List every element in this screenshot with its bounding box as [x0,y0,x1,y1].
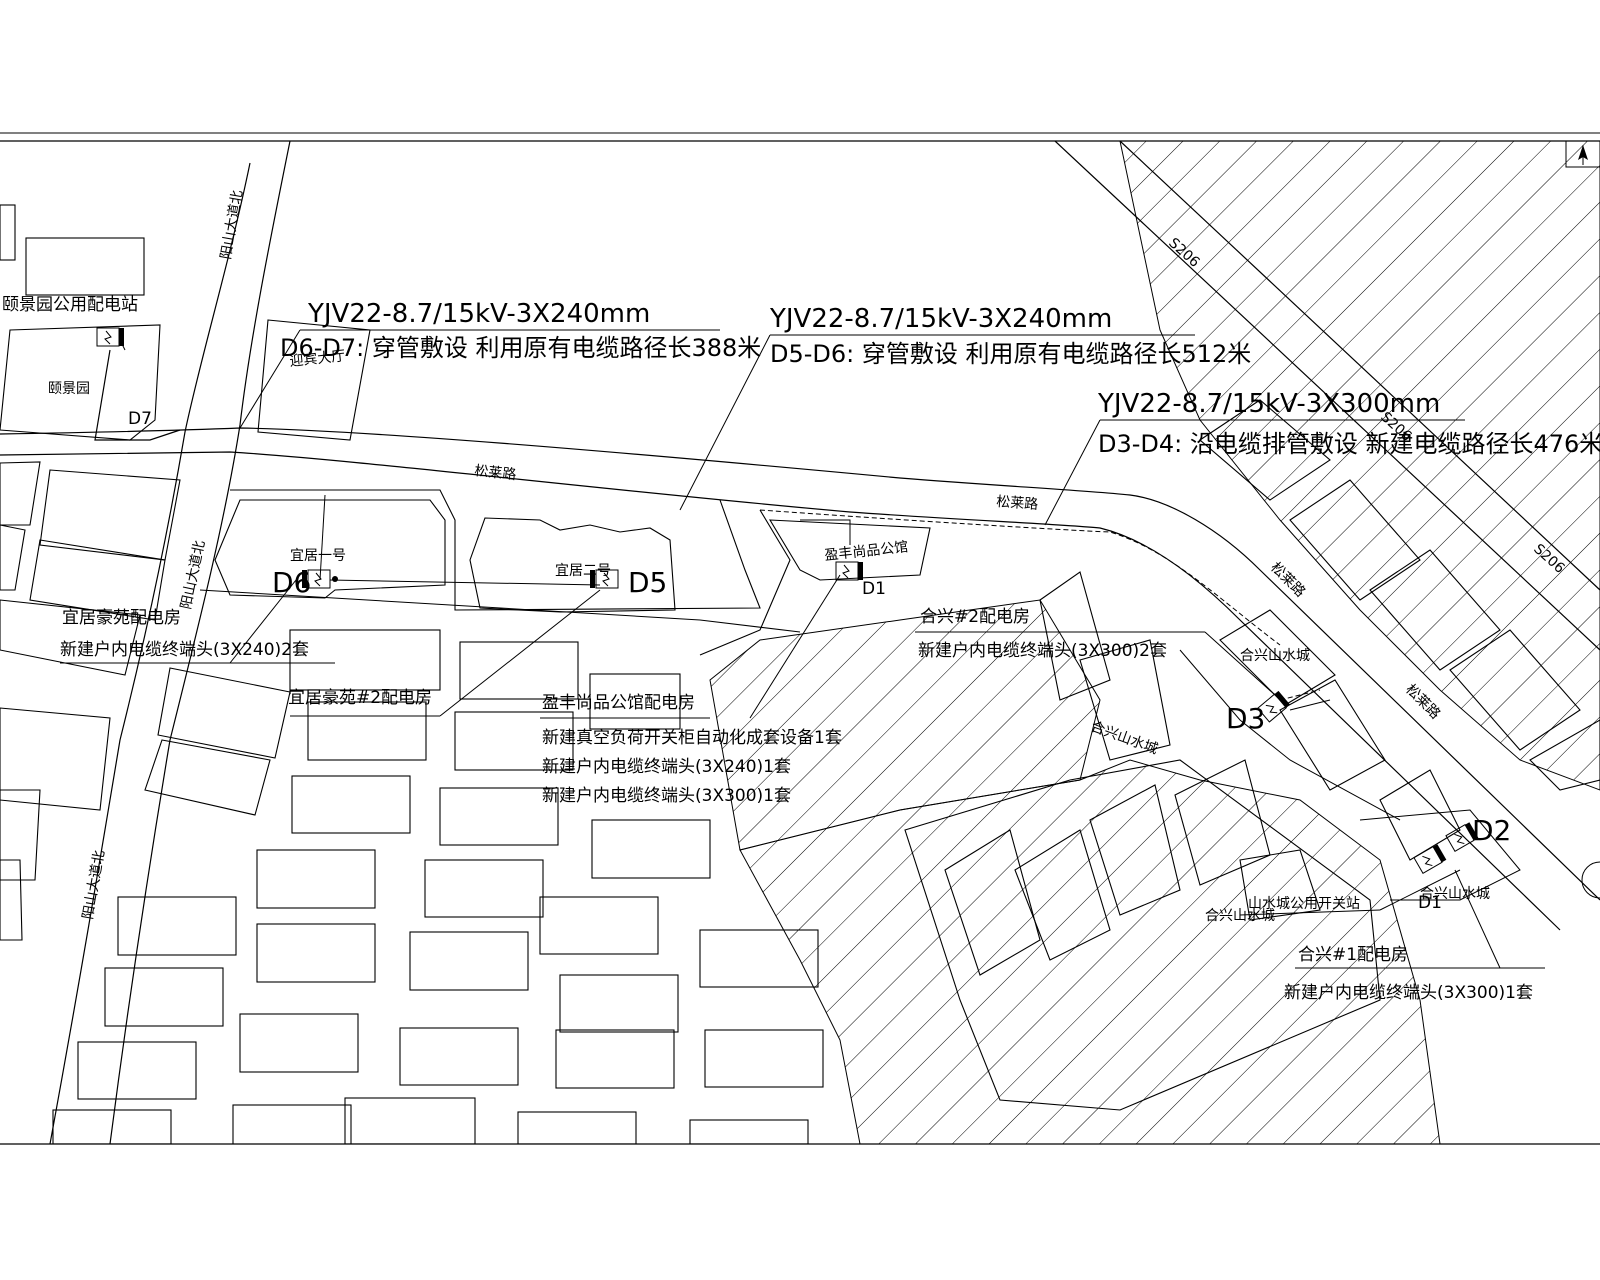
station-label-yingfeng: 盈丰尚品公馆配电房 [542,693,695,713]
station-desc-hexing-2: 新建户内电缆终端头(3X300)2套 [918,641,1167,661]
substation-icon [1413,844,1447,874]
node-label-d5: D5 [628,566,667,599]
cable-desc-d5-d6: D5-D6: 穿管敷设 利用原有电缆路径长512米 [770,340,1251,368]
cable-spec-d5-d6: YJV22-8.7/15kV-3X240mm [769,304,1112,334]
building-label-yingfeng: 盈丰尚品公馆 [824,539,909,564]
cable-desc-d3-d4: D3-D4: 沿电缆排管敷设 新建电缆路径长476米 [1098,430,1600,458]
building-label-yiju-2: 宜居二号 [555,563,611,579]
cable-spec-d6-d7: YJV22-8.7/15kV-3X240mm [307,299,650,329]
node-label-d3: D3 [1226,702,1265,735]
substation-icon [96,327,124,347]
road-label-songlai: 松莱路 [996,494,1039,513]
station-label-yiju: 宜居豪苑配电房 [62,607,181,628]
station-desc-yingfeng-1: 新建真空负荷开关柜自动化成套设备1套 [542,728,842,748]
station-desc-hexing-1: 新建户内电缆终端头(3X300)1套 [1284,983,1533,1003]
buildings-east [904,399,1600,1111]
road-label-yangshan: 阳山大道北 [218,189,246,261]
substation-icon [835,561,863,581]
building-label-hexing: 合兴山水城 [1240,648,1310,664]
road-s206 [1054,141,1600,651]
building-label-yiju-1: 宜居一号 [290,548,346,564]
station-desc-yingfeng-3: 新建户内电缆终端头(3X300)1套 [542,786,791,806]
substation-icon [590,569,619,589]
node-label-d6: D6 [272,566,311,599]
station-label-yiju-2: 宜居豪苑#2配电房 [288,687,432,708]
station-desc-yiju: 新建户内电缆终端头(3X240)2套 [60,640,309,660]
hatched-area-center [709,599,1441,1144]
building-label-hexing: 合兴山水城 [1089,719,1160,758]
road-songlai [0,427,1600,931]
station-label-hexing-2: 合兴#2配电房 [920,607,1030,627]
station-desc-yingfeng-2: 新建户内电缆终端头(3X240)1套 [542,757,791,777]
leader-lines [60,329,1545,969]
cable-desc-d6-d7: D6-D7: 穿管敷设 利用原有电缆路径长388米 [280,334,761,362]
building-label-hexing: 合兴山水城 [1205,908,1275,924]
road-label-songlai: 松莱路 [1267,560,1308,601]
cable-spec-d3-d4: YJV22-8.7/15kV-3X300mm [1097,389,1440,419]
building-label-yingbin: 迎宾大厅 [289,348,346,370]
substation-icon [302,569,338,589]
building-label-hexing: 合兴山水城 [1420,886,1490,902]
cable-routes [94,339,1331,711]
substation-icon [1445,822,1479,852]
substation-icon [1257,690,1291,723]
hatched-area-northeast [1119,141,1600,791]
node-label-d7: D7 [128,409,152,429]
node-label-d1: D1 [1418,893,1442,913]
buildings-west [0,204,824,1144]
road-label-yangshan: 阳山大道北 [80,849,108,921]
station-label-hexing-1: 合兴#1配电房 [1298,945,1408,965]
station-label-shanshui: 山水城公用开关站 [1248,896,1360,912]
node-label-d1: D1 [862,579,886,599]
node-label-d2: D2 [1472,814,1511,847]
road-yangshan [49,141,291,1144]
road-label-songlai: 松莱路 [474,463,517,483]
station-label-yijing: 颐景园公用配电站 [2,295,138,315]
buildings-complex [199,489,931,656]
area-label-yijing: 颐景园 [48,381,90,397]
